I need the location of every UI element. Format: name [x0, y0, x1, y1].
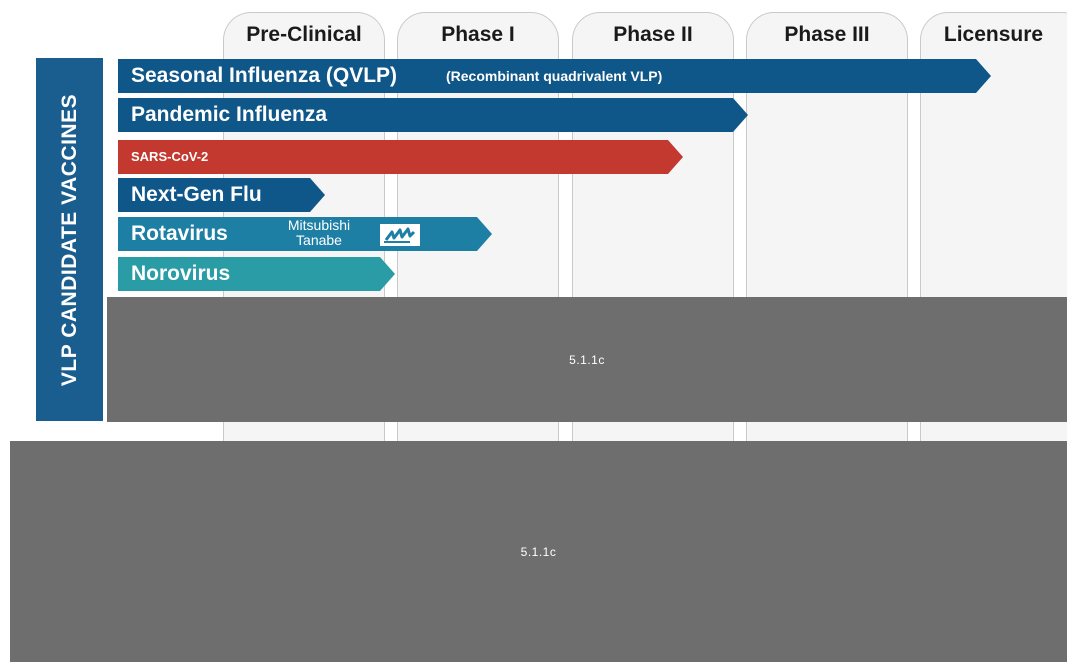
phase-label-phase2: Phase II	[613, 23, 693, 46]
pandemic-influenza-label: Pandemic Influenza	[131, 103, 328, 126]
phase-label-preclinical: Pre-Clinical	[246, 23, 362, 46]
side-title: VLP CANDIDATE VACCINES	[57, 93, 81, 386]
redacted-block: 5.1.1c	[10, 441, 1067, 662]
side-title-panel: VLP CANDIDATE VACCINES	[36, 58, 103, 421]
redaction-code: 5.1.1c	[569, 352, 605, 367]
redacted-block: 5.1.1c	[107, 297, 1067, 422]
seasonal-influenza-label: Seasonal Influenza (QVLP)	[131, 64, 398, 87]
mitsubishi-tanabe-logo-icon	[380, 224, 420, 246]
pipeline-bar-pandemic-influenza: Pandemic Influenza	[118, 98, 748, 132]
pipeline-bar-seasonal-influenza: Seasonal Influenza (QVLP) (Recombinant q…	[118, 59, 991, 93]
rotavirus-label: Rotavirus	[131, 222, 228, 245]
phase-label-licensure: Licensure	[943, 23, 1044, 46]
pipeline-bar-sars-cov-2: SARS-CoV-2	[118, 140, 683, 174]
redaction-code: 5.1.1c	[520, 544, 557, 559]
phase-label-phase3: Phase III	[784, 23, 870, 46]
sars-cov-2-label: SARS-CoV-2	[131, 149, 209, 164]
pipeline-bar-norovirus: Norovirus	[118, 257, 395, 291]
phase-label-phase1: Phase I	[441, 23, 515, 46]
norovirus-label: Norovirus	[131, 262, 231, 285]
pipeline-bar-next-gen-flu: Next-Gen Flu	[118, 178, 325, 212]
seasonal-influenza-subtitle: (Recombinant quadrivalent VLP)	[446, 68, 663, 84]
partner-name: Mitsubishi Tanabe	[287, 217, 351, 248]
pipeline-bar-rotavirus: Rotavirus Mitsubishi Tanabe	[118, 217, 492, 251]
next-gen-flu-label: Next-Gen Flu	[131, 183, 262, 206]
